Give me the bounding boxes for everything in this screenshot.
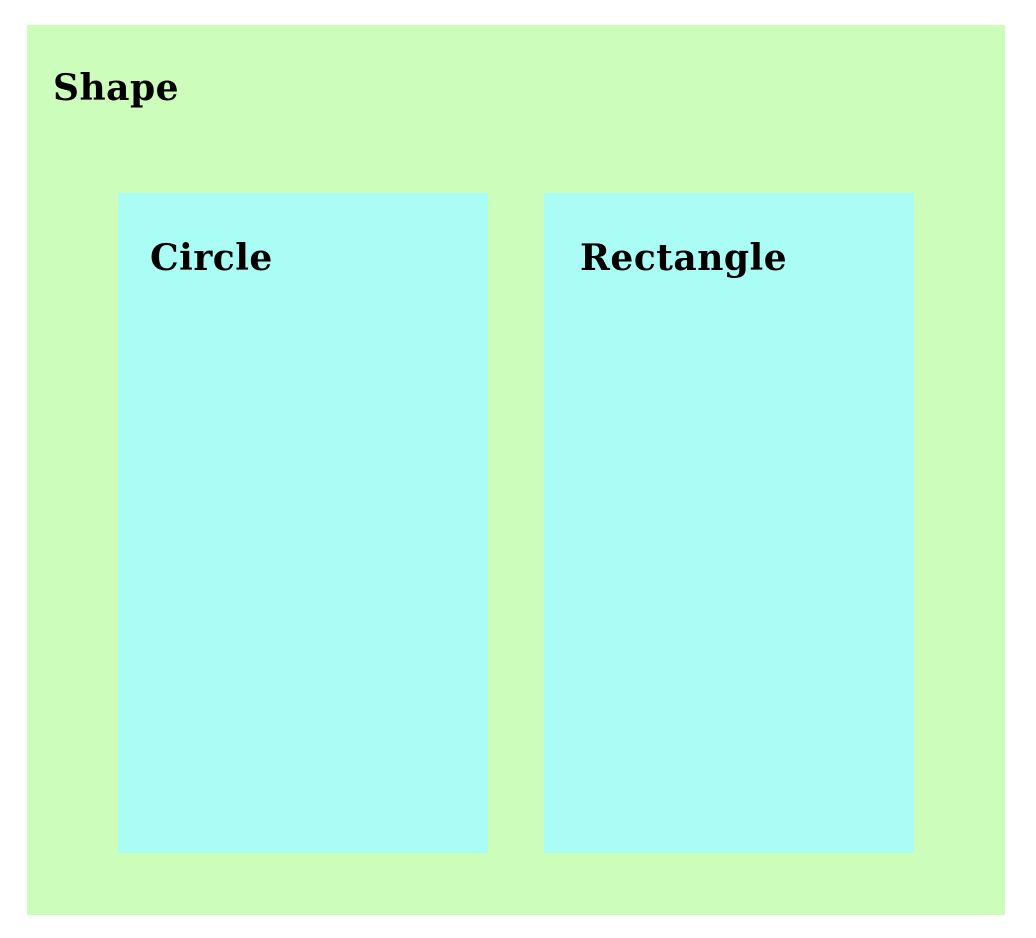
shape-container: Shape Circle Rectangle bbox=[27, 25, 1005, 915]
circle-label: Circle bbox=[150, 237, 273, 279]
rectangle-box: Rectangle bbox=[544, 193, 914, 853]
shape-label: Shape bbox=[53, 67, 180, 109]
circle-box: Circle bbox=[118, 193, 488, 853]
rectangle-label: Rectangle bbox=[580, 237, 788, 279]
